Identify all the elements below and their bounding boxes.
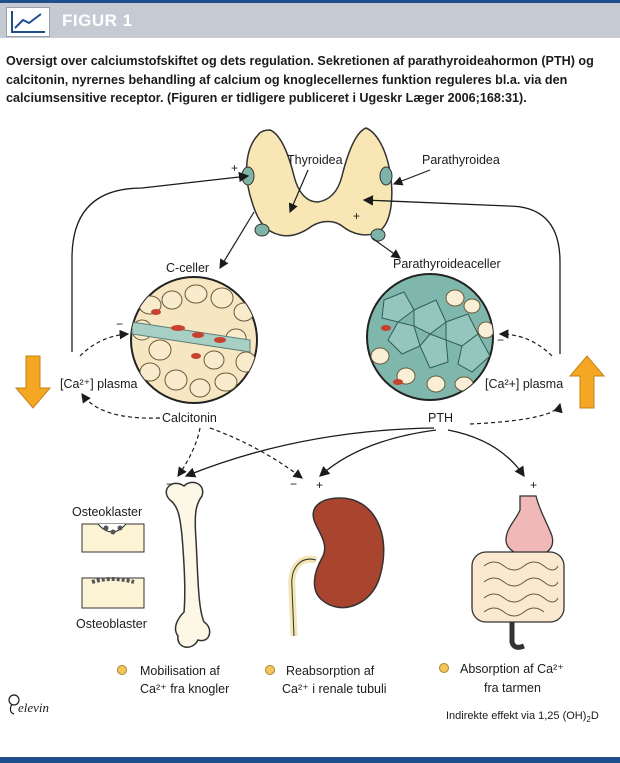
thyroid-gland	[241, 127, 393, 242]
calcitonin-label: Calcitonin	[162, 411, 217, 425]
increase-arrow-icon	[568, 355, 606, 409]
kidney-icon	[288, 497, 385, 637]
bullet-icon	[117, 665, 127, 675]
minus-sign: −	[290, 477, 297, 491]
indirect-effect-note: Indirekte effekt via 1,25 (OH)2D	[446, 710, 599, 724]
parathyroid-cell-micrograph	[366, 273, 494, 401]
effect-intestine-line2: fra tarmen	[484, 681, 541, 695]
minus-sign: −	[497, 333, 504, 347]
top-rule	[0, 0, 620, 3]
osteoclast-illustration	[81, 523, 145, 553]
bone-icon	[165, 481, 211, 648]
pth-label: PTH	[428, 411, 453, 425]
minus-sign: −	[116, 317, 123, 331]
minus-sign: −	[166, 477, 173, 491]
plus-sign: +	[316, 478, 323, 492]
osteoblaster-label: Osteoblaster	[76, 617, 147, 631]
ca-plasma-left-label: [Ca²⁺] plasma	[60, 377, 138, 391]
osteoblast-illustration	[81, 577, 145, 609]
bullet-icon	[439, 663, 449, 673]
decrease-arrow-icon	[14, 355, 52, 409]
effect-kidney-line2: Ca²⁺ i renale tubuli	[282, 682, 387, 696]
bottom-rule	[0, 757, 620, 763]
c-cell-micrograph	[130, 276, 258, 404]
elevin-logo: elevin	[8, 694, 49, 715]
figure-title: FIGUR 1	[62, 11, 133, 30]
effect-intestine-line1: Absorption af Ca²⁺	[460, 662, 564, 676]
plus-sign: +	[530, 478, 537, 492]
bullet-icon	[265, 665, 275, 675]
c-celler-label: C-celler	[166, 261, 209, 275]
figure-header: FIGUR 1	[0, 3, 620, 38]
figure-caption: Oversigt over calciumstofskiftet og dets…	[6, 54, 594, 105]
parathyroideaceller-label: Parathyroideaceller	[393, 257, 501, 271]
intestine-icon	[471, 495, 565, 650]
chart-line-icon	[6, 7, 50, 37]
effect-bone-line1: Mobilisation af	[140, 664, 220, 678]
effect-bone-line2: Ca²⁺ fra knogler	[140, 682, 229, 696]
thyroidea-label: Thyroidea	[287, 153, 343, 167]
plus-sign: +	[231, 161, 238, 175]
logo-text: elevin	[18, 700, 49, 715]
effect-kidney-line1: Reabsorption af	[286, 664, 375, 678]
ca-plasma-right-label: [Ca²+] plasma	[485, 377, 563, 391]
plus-sign: +	[353, 209, 360, 223]
parathyroidea-label: Parathyroidea	[422, 153, 500, 167]
osteoklaster-label: Osteoklaster	[72, 505, 142, 519]
